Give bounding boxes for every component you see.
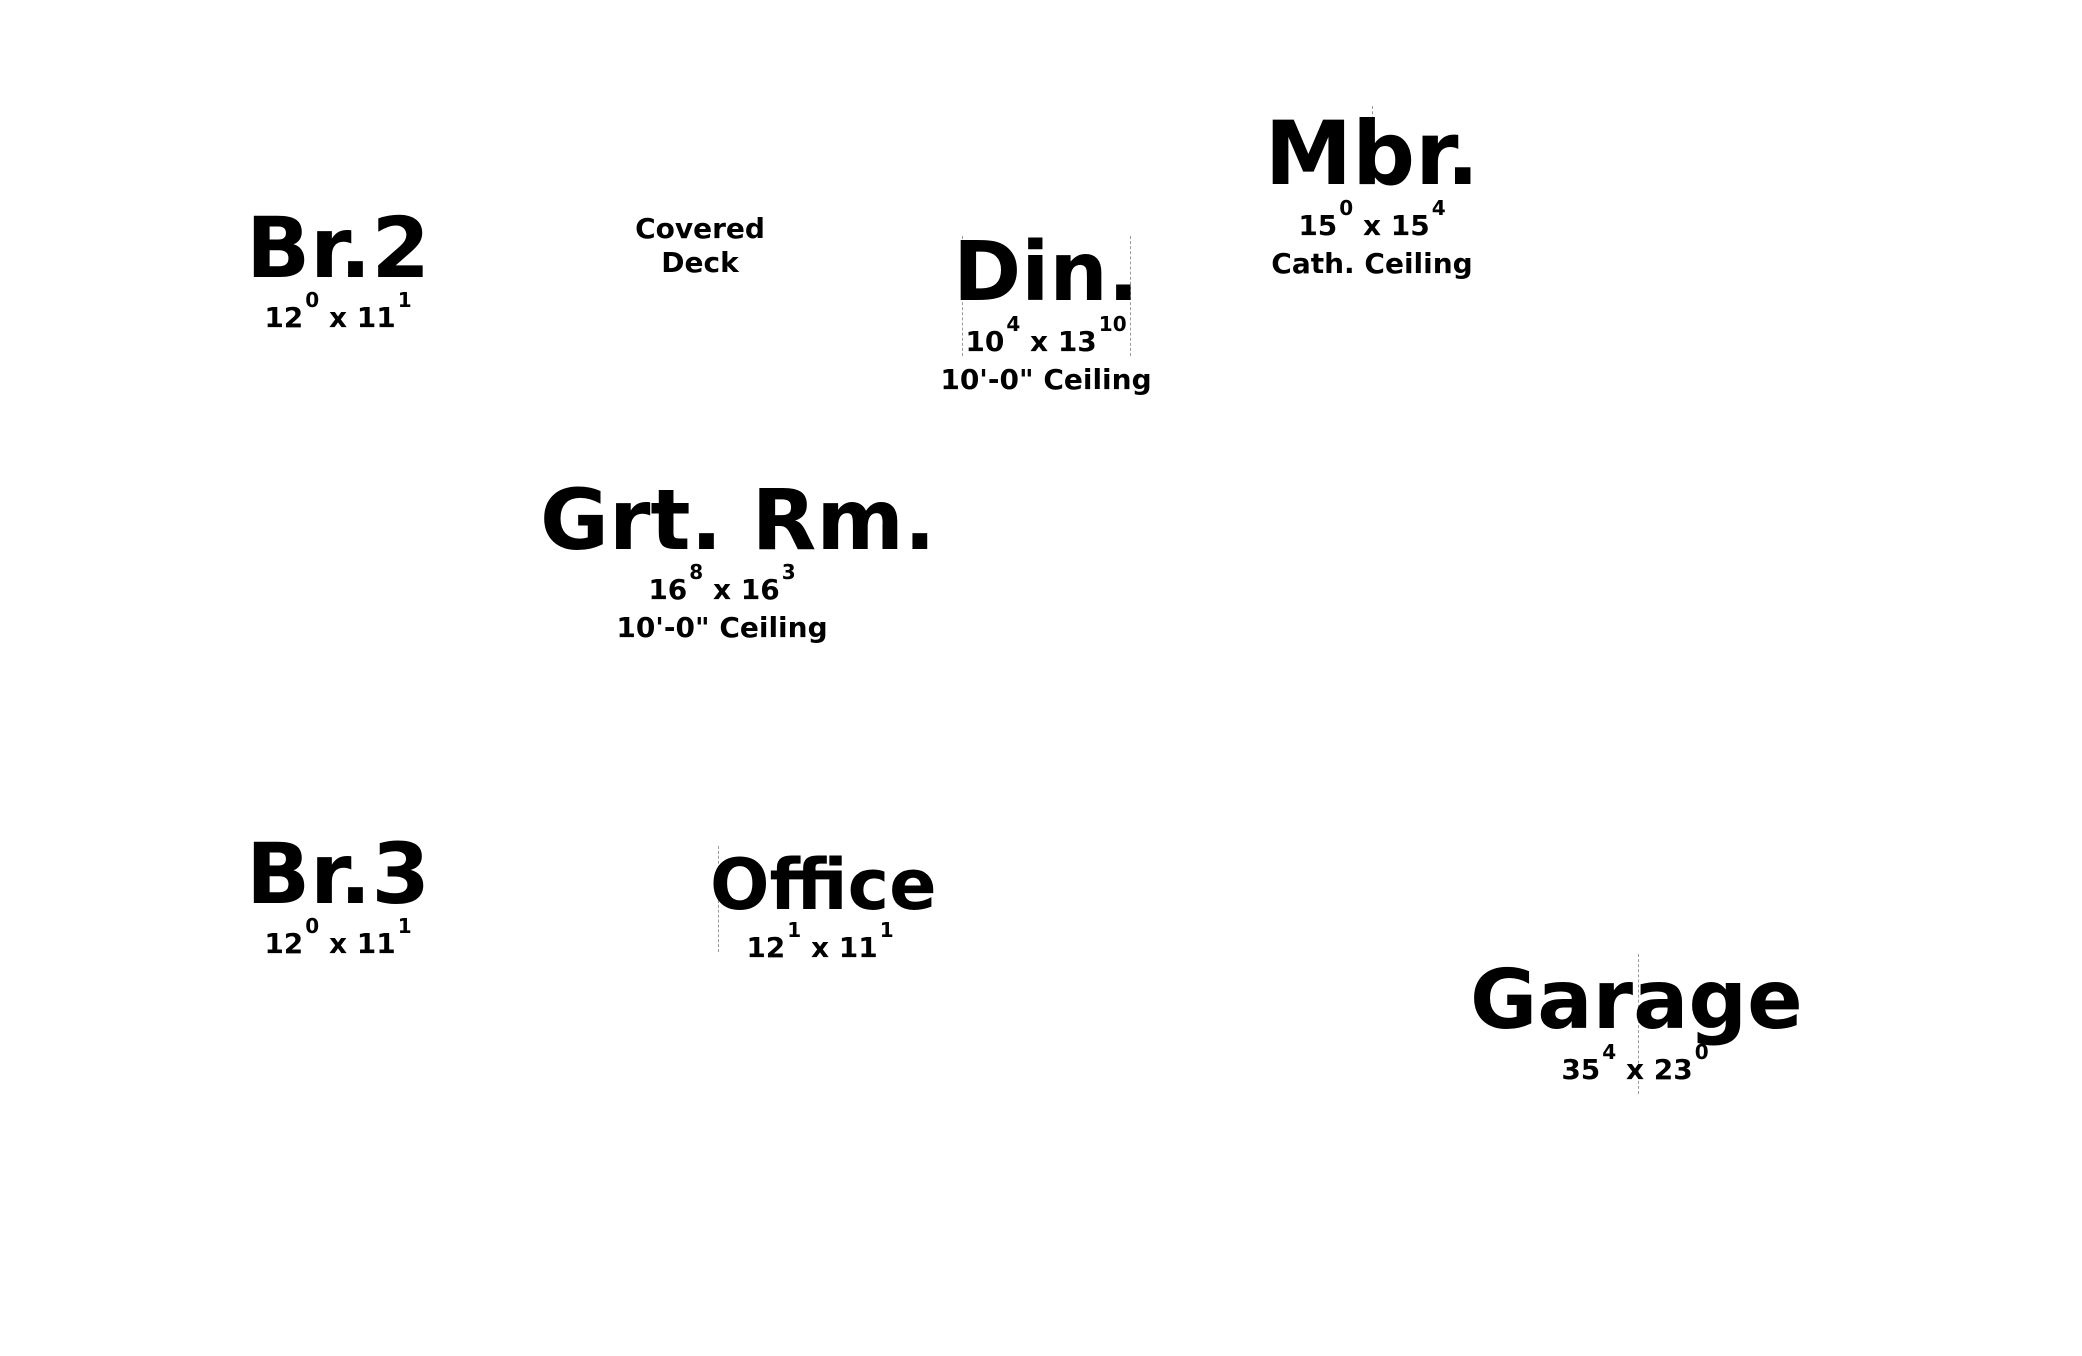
wall-line-mbr xyxy=(1372,106,1373,146)
room-dimensions: 120 x 111 xyxy=(264,914,412,960)
room-label-din: Din. 104 x 1310 10'-0" Ceiling xyxy=(940,232,1152,394)
room-dimensions: 168 x 163 xyxy=(648,560,796,606)
room-label-br3: Br.3 120 x 111 xyxy=(238,832,438,958)
room-name: Br.3 xyxy=(246,825,430,923)
room-dimensions: 354 x 230 xyxy=(1561,1040,1709,1086)
room-dimensions: 121 x 111 xyxy=(746,918,894,964)
room-name: Grt. Rm. xyxy=(540,471,936,569)
room-dimensions: 150 x 154 xyxy=(1298,196,1446,242)
room-label-mbr: Mbr. 150 x 154 Cath. Ceiling xyxy=(1262,110,1482,278)
wall-line-garage xyxy=(1638,954,1639,1094)
ceiling-note: Cath. Ceiling xyxy=(1271,247,1473,280)
room-name: Din. xyxy=(953,225,1139,320)
room-label-br2: Br.2 120 x 111 xyxy=(238,206,438,332)
wall-line-din-right xyxy=(1130,236,1131,356)
room-name: Mbr. xyxy=(1264,102,1480,205)
ceiling-note: 10'-0" Ceiling xyxy=(940,363,1152,396)
room-name-line1: Covered xyxy=(635,212,765,245)
wall-line-din-left xyxy=(962,236,963,356)
room-dimensions: 104 x 1310 xyxy=(965,312,1127,358)
room-label-grt-rm: Grt. Rm. 168 x 163 10'-0" Ceiling xyxy=(540,471,936,644)
wall-line-office xyxy=(718,846,719,952)
ceiling-note: 10'-0" Ceiling xyxy=(616,611,828,644)
room-name: Br.2 xyxy=(246,199,430,297)
room-label-garage: Garage 354 x 230 xyxy=(1470,953,1803,1086)
room-name: Office xyxy=(710,844,937,926)
room-name: Garage xyxy=(1470,953,1803,1048)
room-label-covered-deck: Covered Deck xyxy=(620,212,780,279)
room-dimensions: 120 x 111 xyxy=(264,288,412,334)
room-name-line2: Deck xyxy=(661,245,739,279)
room-label-office: Office 121 x 111 xyxy=(710,844,937,964)
